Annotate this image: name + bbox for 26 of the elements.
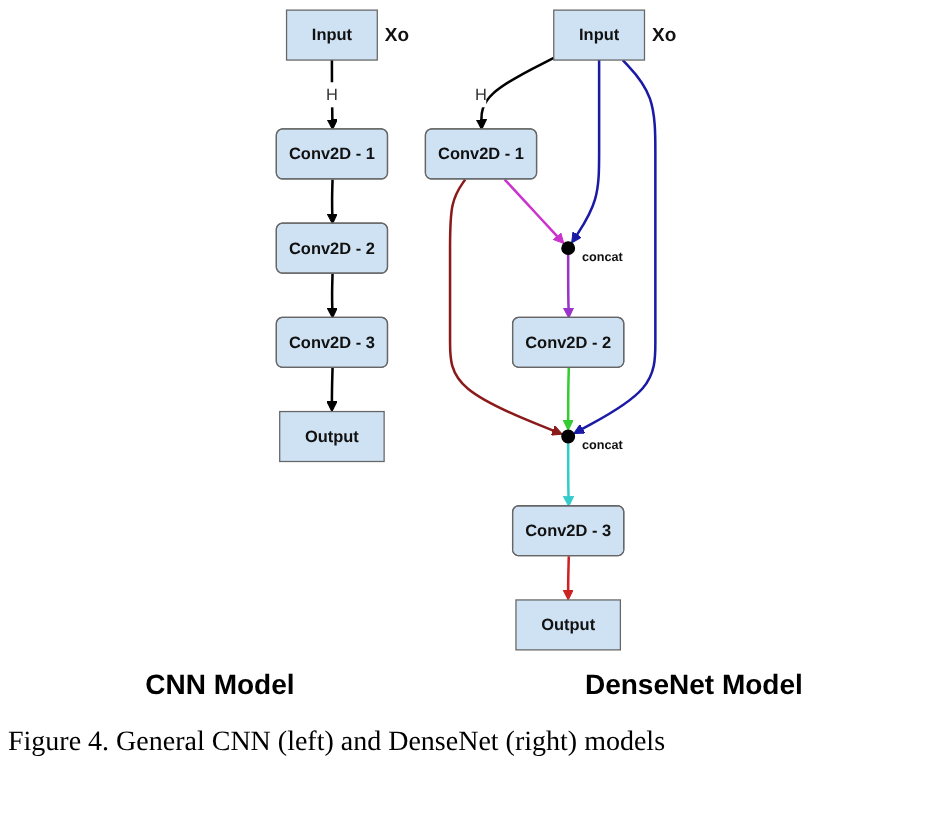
caption: Figure 4. General CNN (left) and DenseNet (right) models bbox=[6, 728, 666, 760]
node-box: Output bbox=[515, 599, 621, 651]
arrow bbox=[562, 442, 575, 507]
arrow bbox=[573, 59, 657, 434]
arrow bbox=[503, 178, 565, 244]
model-title: DenseNet Model bbox=[584, 668, 803, 700]
arrow bbox=[448, 178, 563, 436]
arrow bbox=[326, 60, 338, 131]
edge-label: H bbox=[325, 84, 338, 104]
edge-label: H bbox=[475, 84, 487, 104]
arrow bbox=[562, 556, 574, 601]
arrow bbox=[562, 254, 575, 319]
arrow bbox=[475, 56, 555, 131]
node-box: Input bbox=[285, 9, 378, 61]
node-circle bbox=[561, 429, 576, 444]
node-box: Input bbox=[553, 9, 646, 61]
arrow bbox=[326, 273, 338, 319]
input-symbol-label: Xo bbox=[652, 25, 677, 48]
arrow bbox=[326, 179, 338, 225]
input-symbol-label: Xo bbox=[384, 25, 410, 48]
node-circle bbox=[561, 241, 576, 256]
model-title: CNN Model bbox=[145, 668, 295, 700]
node-box: Output bbox=[279, 410, 385, 463]
arrow bbox=[326, 367, 338, 413]
arrow bbox=[571, 60, 601, 244]
arrow bbox=[562, 367, 574, 431]
